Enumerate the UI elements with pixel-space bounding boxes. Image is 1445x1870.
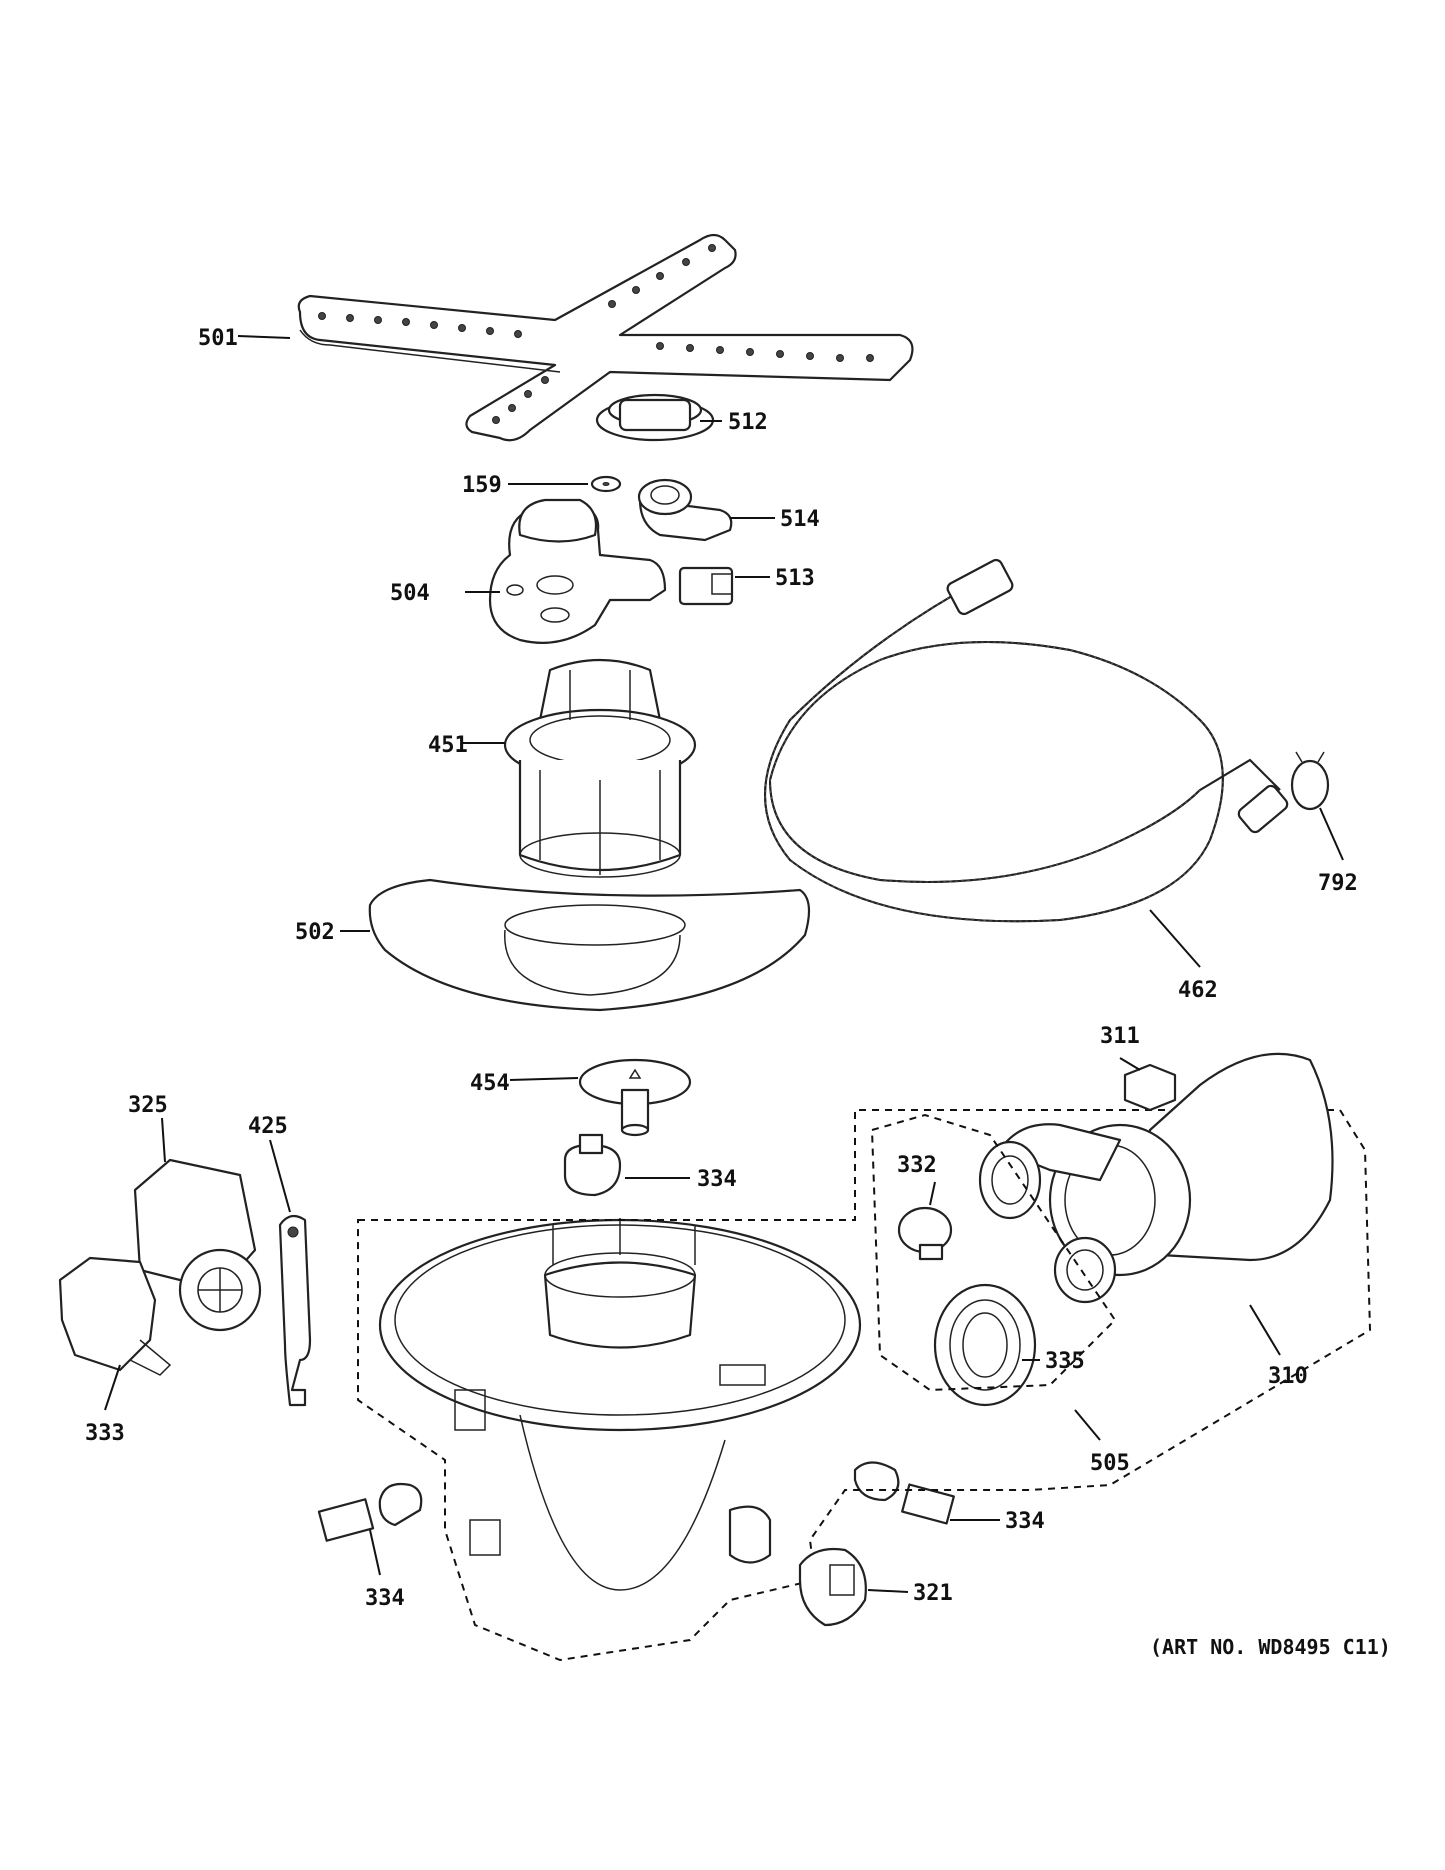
part-334-clip-left: [317, 1482, 423, 1542]
part-333-pump: [58, 1256, 172, 1376]
callout-462: 462: [1178, 978, 1218, 1003]
callout-325: 325: [128, 1093, 168, 1118]
callout-335: 335: [1045, 1349, 1085, 1374]
callout-792: 792: [1318, 871, 1358, 896]
pump-assembly-outline: [870, 1113, 1117, 1392]
part-501-spray-arm: [297, 233, 914, 442]
sump-assembly-outline: [357, 1109, 1372, 1662]
part-451-filter: [503, 658, 697, 878]
callout-425: 425: [248, 1114, 288, 1139]
part-159-washer: [590, 475, 622, 493]
part-462-drain-hose: [764, 558, 1289, 923]
part-334-clip-right: [853, 1461, 955, 1525]
part-514-connector: [637, 478, 733, 542]
callout-512: 512: [728, 410, 768, 435]
part-512-bearing: [595, 393, 715, 442]
part-425-tube: [278, 1214, 312, 1407]
callout-310: 310: [1268, 1364, 1308, 1389]
part-321-sensor: [798, 1547, 867, 1627]
art-number: (ART NO. WD8495 C11): [1150, 1635, 1391, 1659]
callout-333: 333: [85, 1421, 125, 1446]
callout-514: 514: [780, 507, 820, 532]
callout-311: 311: [1100, 1024, 1140, 1049]
callout-504: 504: [390, 581, 430, 606]
part-502-tray: [368, 878, 811, 1012]
part-513-clip: [678, 566, 734, 606]
part-334-clip-top: [563, 1133, 622, 1197]
part-504-manifold: [488, 498, 667, 644]
callout-451: 451: [428, 733, 468, 758]
callout-334-left: 334: [365, 1586, 405, 1611]
callout-501: 501: [198, 326, 238, 351]
part-332-clamp: [897, 1206, 953, 1261]
leader-lines: [104, 335, 1344, 1593]
callout-334-top: 334: [697, 1167, 737, 1192]
part-311-bracket: [1123, 1063, 1177, 1112]
callout-334-right: 334: [1005, 1509, 1045, 1534]
callout-332: 332: [897, 1153, 937, 1178]
part-325-pump: [133, 1158, 262, 1332]
part-505-sump: [378, 1218, 862, 1591]
callout-454: 454: [470, 1071, 510, 1096]
callout-513: 513: [775, 566, 815, 591]
callout-159: 159: [462, 473, 502, 498]
part-335-seal: [933, 1283, 1037, 1407]
part-792-clamp: [1290, 751, 1330, 811]
callout-321: 321: [913, 1581, 953, 1606]
callout-505: 505: [1090, 1451, 1130, 1476]
part-454-cap: [578, 1058, 692, 1137]
part-310-pump-motor: [978, 1052, 1334, 1304]
callout-502: 502: [295, 920, 335, 945]
